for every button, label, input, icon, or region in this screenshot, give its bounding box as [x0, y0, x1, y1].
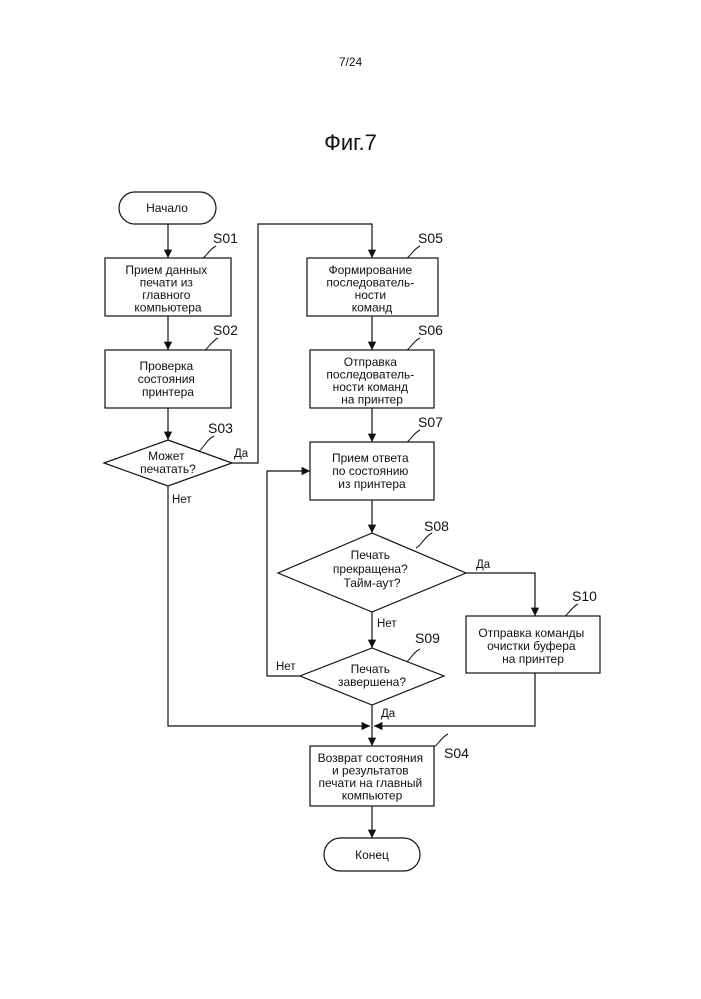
start-label: Начало	[146, 201, 188, 215]
s09-yes-label: Да	[381, 708, 396, 720]
s06-step-number: S06	[418, 322, 443, 338]
s03-label: Может печатать?	[140, 449, 196, 476]
s03-yes-label: Да	[234, 448, 249, 460]
s02-step-number: S02	[213, 322, 238, 338]
s07-step-number: S07	[418, 414, 443, 430]
s10-step-number: S10	[572, 588, 597, 604]
s07-label: Прием ответа по состоянию из принтера	[332, 451, 412, 491]
s09-no-label: Нет	[276, 661, 296, 673]
step-s04: Возврат состояния и результатов печати н…	[310, 745, 469, 806]
s09-step-number: S09	[415, 630, 440, 646]
arrow-s08-yes-to-s10	[466, 573, 535, 616]
start-terminal: Начало	[119, 192, 216, 224]
s02-label: Проверка состояния принтера	[138, 359, 199, 399]
step-s02: Проверка состояния принтера S02	[105, 322, 238, 408]
s08-no-label: Нет	[377, 618, 397, 630]
s01-step-number: S01	[213, 230, 238, 246]
step-s10: Отправка команды очистки буфера на принт…	[466, 588, 600, 673]
end-terminal: Конец	[324, 838, 420, 871]
s08-yes-label: Да	[476, 559, 491, 571]
end-label: Конец	[355, 848, 389, 862]
step-s06: Отправка последователь- ности команд на …	[310, 322, 443, 408]
step-s05: Формирование последователь- ности команд…	[307, 230, 443, 316]
step-s07: Прием ответа по состоянию из принтера S0…	[310, 414, 443, 500]
s04-step-number: S04	[444, 745, 469, 761]
s03-no-label: Нет	[172, 494, 192, 506]
s05-step-number: S05	[418, 230, 443, 246]
s03-step-number: S03	[208, 420, 233, 436]
step-s01: Прием данных печати из главного компьюте…	[105, 230, 238, 316]
s08-step-number: S08	[424, 518, 449, 534]
